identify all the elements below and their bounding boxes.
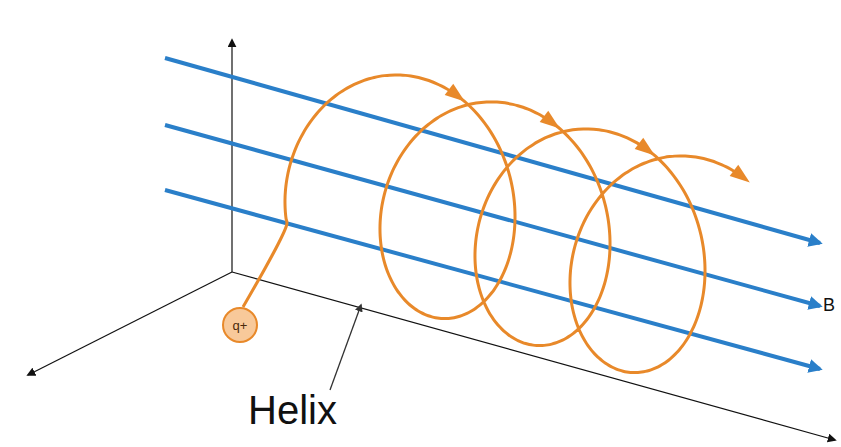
y-axis bbox=[232, 272, 835, 440]
helix-arrowhead bbox=[540, 111, 560, 129]
charge-label: q+ bbox=[233, 319, 248, 332]
charge-particle: q+ bbox=[222, 307, 258, 343]
x-axis bbox=[28, 272, 232, 375]
field-label: B bbox=[823, 296, 835, 314]
helix-curve bbox=[243, 75, 745, 373]
helix-arrowhead bbox=[730, 165, 750, 183]
field-lines bbox=[165, 58, 820, 369]
helix-arrowhead bbox=[635, 138, 655, 156]
leader-line bbox=[330, 305, 361, 390]
helix-label: Helix bbox=[248, 390, 337, 430]
helix-path bbox=[243, 75, 750, 373]
field-line bbox=[165, 190, 820, 369]
helix-arrowhead bbox=[445, 84, 465, 102]
axes bbox=[28, 40, 835, 440]
